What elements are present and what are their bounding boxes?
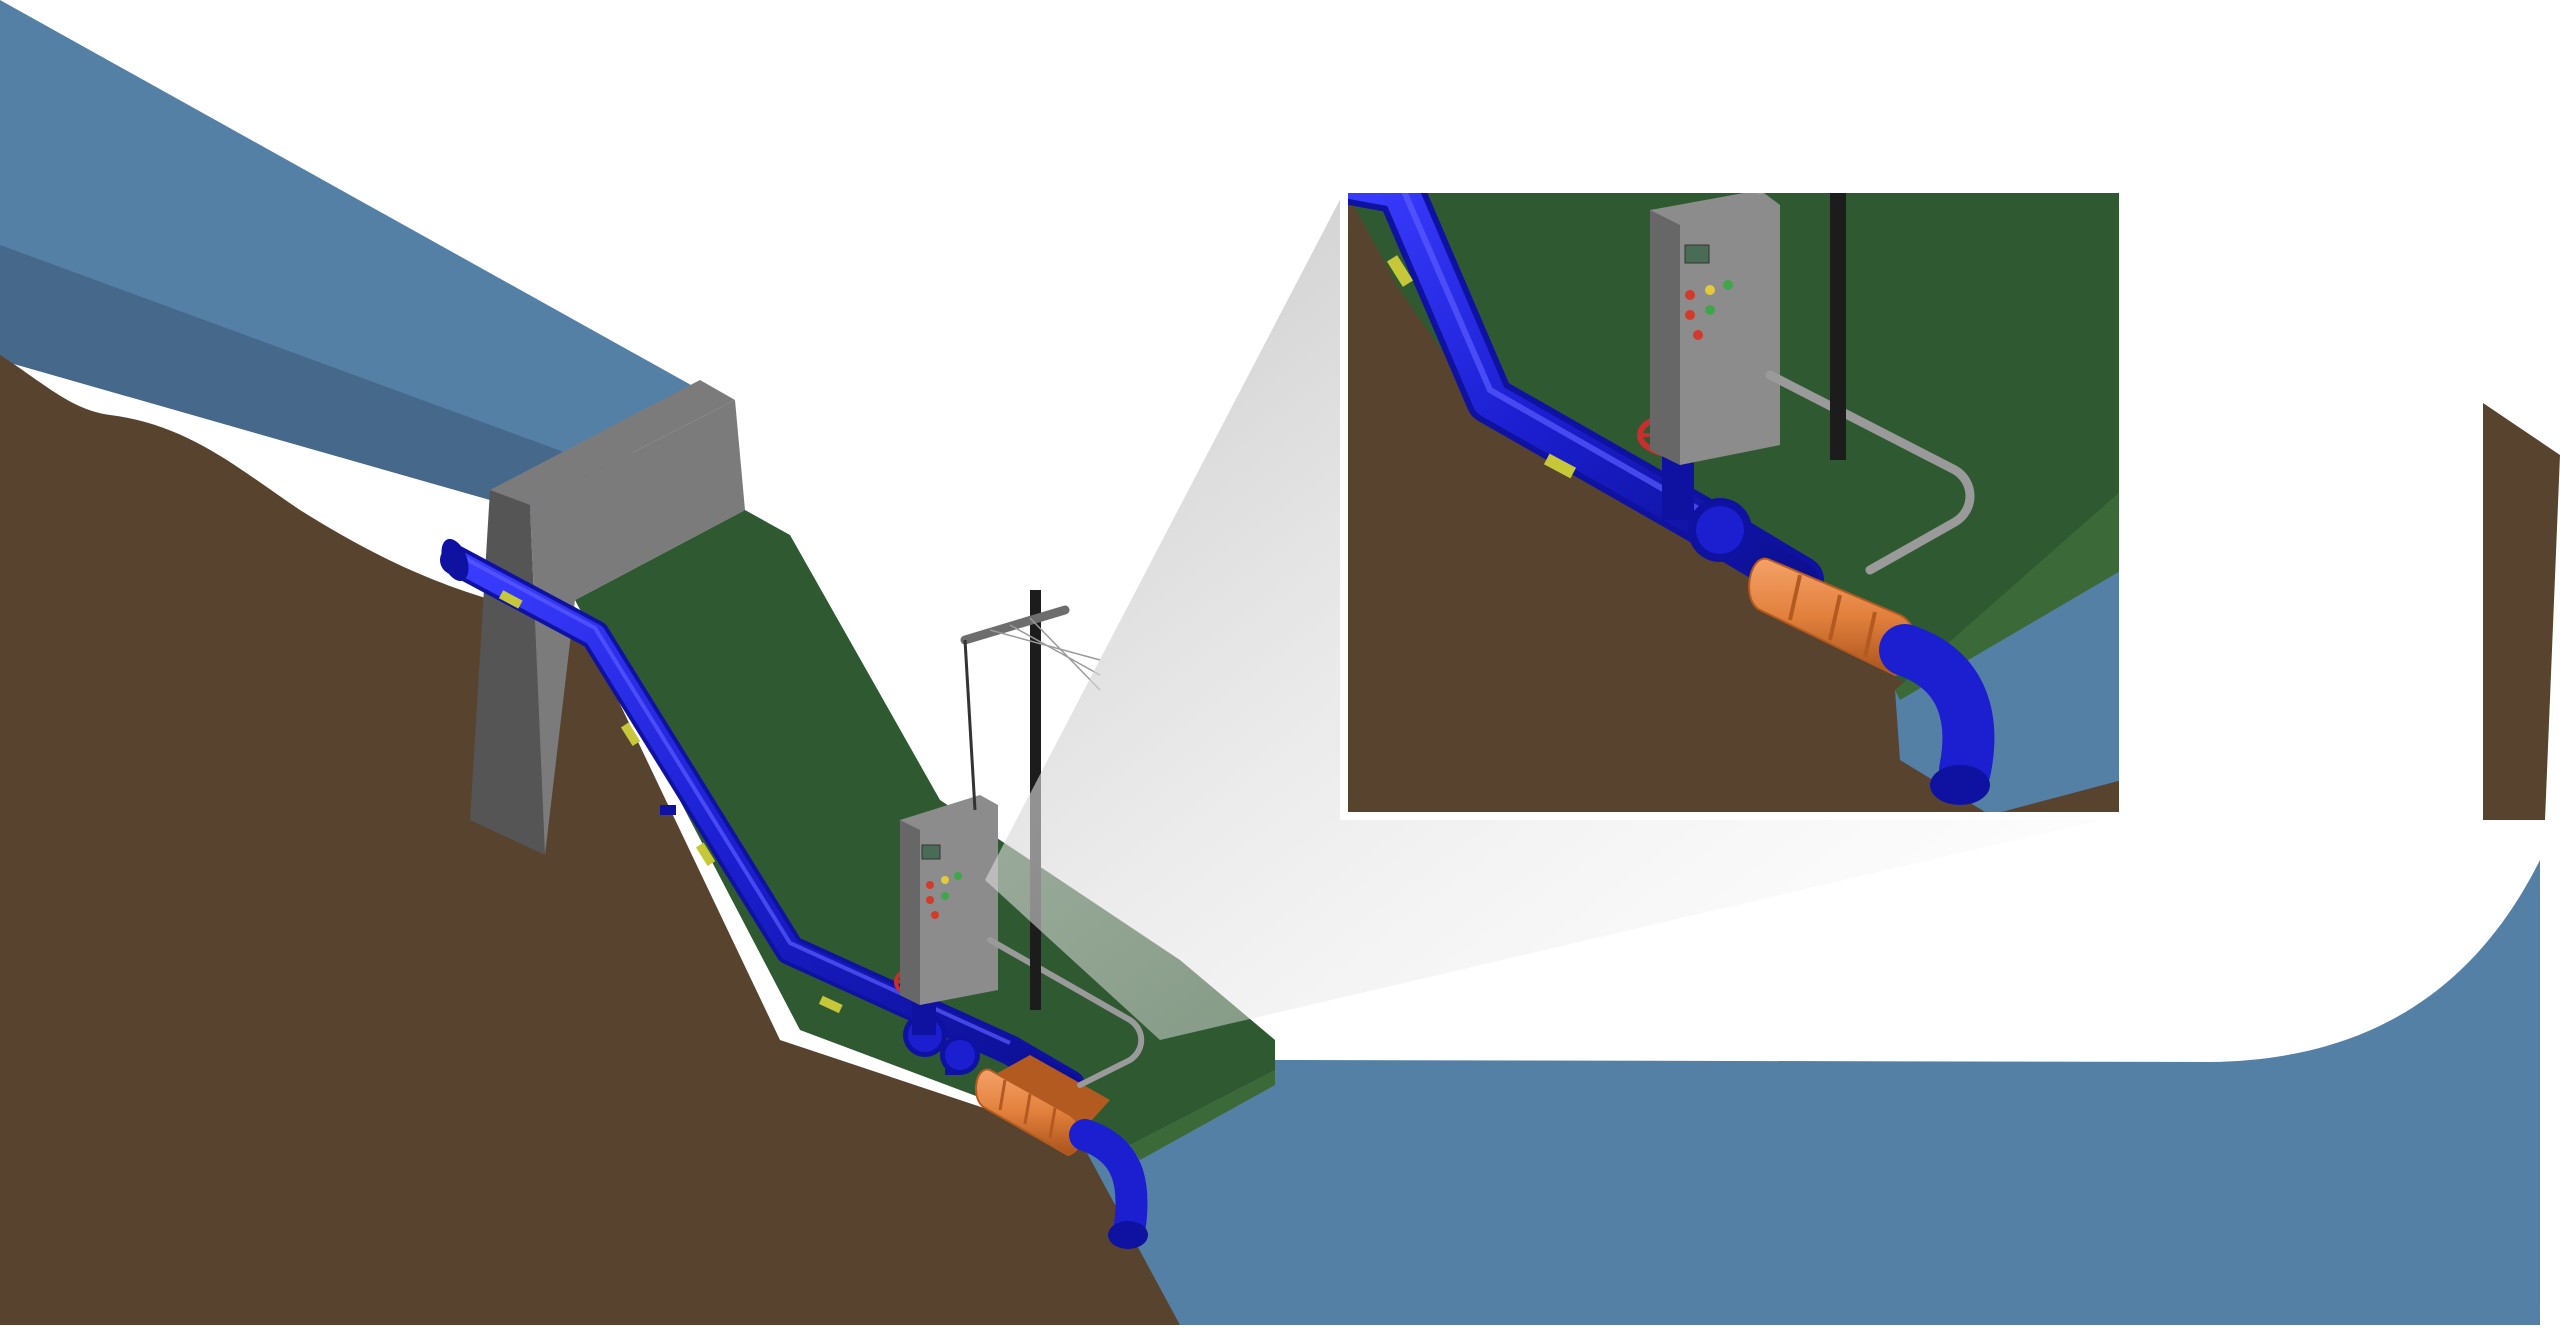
intake-structure-top	[490, 380, 735, 505]
grass-edge	[1130, 1070, 1275, 1160]
hillside-earth	[0, 355, 1180, 1325]
draft-tube	[1069, 1119, 1148, 1249]
river-water	[1030, 860, 2540, 1325]
intake-structure-side	[530, 400, 745, 855]
pipe-inlet	[441, 538, 469, 582]
far-right-bank	[2483, 403, 2560, 820]
pipe-supports	[498, 590, 959, 1075]
conduit	[987, 937, 1145, 1088]
control-panel-icon	[900, 795, 998, 1005]
reservoir-water-shadow	[0, 245, 640, 520]
inset-detail	[1340, 185, 2127, 820]
